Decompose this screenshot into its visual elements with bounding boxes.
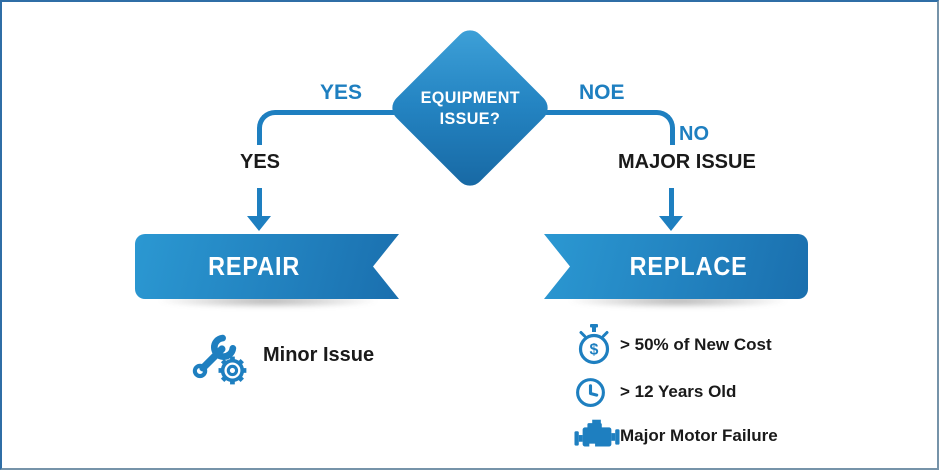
clock-icon bbox=[574, 376, 620, 409]
replace-item-motor-label: Major Motor Failure bbox=[620, 426, 778, 445]
decision-label: EQUIPMENT ISSUE? bbox=[411, 49, 529, 167]
right-corner-label: NO bbox=[679, 123, 709, 145]
connector-right bbox=[532, 110, 675, 145]
right-line-label: NOE bbox=[579, 81, 625, 104]
replace-item-age-label: > 12 Years Old bbox=[620, 382, 737, 401]
repair-item-label: Minor Issue bbox=[263, 343, 375, 366]
engine-icon bbox=[574, 417, 620, 455]
dollar-symbol: $ bbox=[590, 342, 599, 359]
right-arrow-icon bbox=[659, 216, 683, 231]
right-node-label: MAJOR ISSUE bbox=[618, 151, 756, 173]
connector-left bbox=[257, 110, 407, 145]
repair-banner-label: REPAIR bbox=[207, 251, 301, 281]
repair-banner: REPAIR bbox=[135, 234, 399, 299]
right-arrow-stem bbox=[669, 188, 674, 217]
replace-item-age: > 12 Years Old bbox=[574, 375, 778, 409]
replace-items-list: $ > 50% of New Cost > 12 Years Old bbox=[574, 322, 778, 463]
replace-item-motor: Major Motor Failure bbox=[574, 416, 778, 456]
replace-banner-label: REPLACE bbox=[629, 251, 749, 281]
replace-item-cost-label: > 50% of New Cost bbox=[620, 335, 772, 354]
left-arrow-stem bbox=[257, 188, 262, 217]
wrench-gear-icon bbox=[192, 334, 247, 385]
repair-item: Minor Issue bbox=[185, 322, 374, 388]
decision-label-line1: EQUIPMENT bbox=[420, 87, 520, 107]
decision-label-line2: ISSUE? bbox=[439, 109, 501, 128]
left-node-label: YES bbox=[240, 151, 281, 173]
replace-banner: REPLACE bbox=[544, 234, 808, 299]
stopwatch-dollar-icon: $ bbox=[574, 322, 620, 368]
left-arrow-icon bbox=[247, 216, 271, 231]
decision-diamond: EQUIPMENT ISSUE? bbox=[386, 24, 554, 192]
left-line-label: YES bbox=[320, 81, 363, 104]
replace-item-cost: $ > 50% of New Cost bbox=[574, 322, 778, 368]
gear-icon bbox=[218, 356, 247, 385]
